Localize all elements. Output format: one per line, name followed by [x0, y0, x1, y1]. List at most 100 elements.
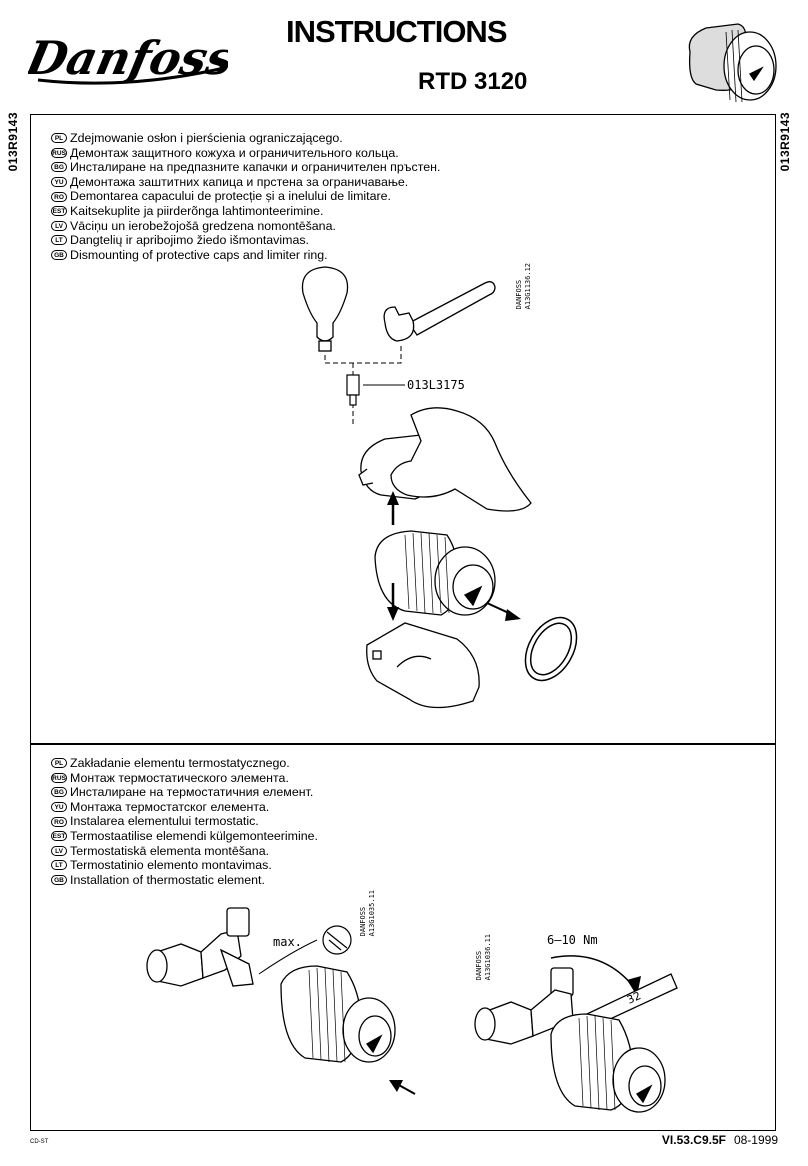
dismounting-illustration: 013L3175 [301, 266, 578, 709]
instruction-text: Zdejmowanie osłon i pierścienia ogranicz… [70, 131, 343, 145]
language-badge: BG [51, 162, 67, 173]
mounting-tool-icon [301, 266, 349, 352]
drawing-ref-brand: DANFOSS [359, 906, 367, 937]
page-title: INSTRUCTIONS [286, 14, 507, 49]
down-arrow-icon [387, 583, 399, 621]
document-date: 08-1999 [733, 1133, 778, 1147]
footer-left-code: CD-ST [30, 1139, 49, 1145]
language-badge: LT [51, 860, 67, 871]
danfoss-logo-text: Danfoss [28, 30, 228, 84]
drawing-reference-a: DANFOSS A13G1035.11 [359, 890, 383, 970]
drawing-reference: DANFOSS A13G1136.12 [515, 263, 545, 333]
language-badge: GB [51, 875, 67, 886]
language-badge: LT [51, 235, 67, 246]
drawing-ref-brand: DANFOSS [475, 950, 483, 981]
document-code: VI.53.C9.5F [661, 1133, 726, 1147]
spanner-icon [383, 281, 496, 342]
instruction-text: Демонтаж защитного кожуха и ограничитель… [70, 145, 399, 160]
instruction-text: Termostatiskā elementa montēšana. [70, 843, 270, 858]
drawing-ref-code: A13G1035.11 [368, 890, 376, 937]
instruction-text: Vāciņu un ierobežojošā gredzena nomontēš… [70, 218, 336, 233]
instruction-text: Installation of thermostatic element. [70, 872, 265, 887]
up-arrow-icon [387, 491, 399, 525]
drawing-ref-code: A13G1036.11 [484, 934, 492, 981]
language-badge: RO [51, 816, 67, 827]
side-code-right: 013R9143 [778, 112, 792, 172]
drawing-ref-brand: DANFOSS [515, 279, 523, 310]
language-badge: PL [51, 758, 67, 769]
instruction-text: Termostaatilise elemendi külgemonteerimi… [70, 828, 318, 843]
thermostat-head-illustration [374, 530, 496, 616]
thermostat-head-installed [550, 1013, 666, 1113]
thermostat-sensor-illustration [688, 23, 777, 103]
valve-body-icon [474, 967, 574, 1045]
limiter-ring-illustration [524, 616, 578, 682]
max-label: max. [273, 935, 302, 949]
ring-arrow-icon [486, 602, 521, 621]
instruction-text: Zakładanie elementu termostatycznego. [70, 756, 290, 770]
language-badge: LV [51, 220, 67, 231]
protective-cap-illustration [366, 622, 480, 709]
language-badge: YU [51, 802, 67, 813]
language-badge: LV [51, 845, 67, 856]
language-badge: RO [51, 191, 67, 202]
drawing-ref-code: A13G1136.12 [524, 263, 532, 310]
wrench-size-label: 32 [625, 989, 643, 1007]
installation-illustration-right: 6–10 Nm 32 [474, 933, 678, 1113]
model-number: RTD 3120 [418, 68, 528, 95]
instruction-text: Dangtelių ir apribojimo žiedo išmontavim… [70, 233, 309, 248]
detail-circle-icon [322, 925, 352, 955]
instruction-text: Instalarea elementului termostatic. [70, 814, 259, 829]
instruction-text: Kaitsekuplite ja piirderõnga lahtimontee… [70, 203, 324, 218]
footer-document-info: VI.53.C9.5F 08-1999 [662, 1133, 778, 1147]
side-code-left: 013R9143 [6, 112, 20, 172]
valve-body-icon [146, 907, 254, 987]
drawing-reference-b: DANFOSS A13G1036.11 [475, 934, 499, 1014]
instruction-text: Монтажа термостатског елемента. [70, 799, 270, 814]
instruction-text: Демонтажа заштитних капица и прстена за … [70, 174, 409, 189]
danfoss-logo: Danfoss [28, 30, 228, 84]
language-badge: RUS [51, 772, 67, 783]
language-badge: PL [51, 133, 67, 144]
instruction-text: Demontarea capacului de protecție și a i… [70, 189, 391, 204]
language-badge: BG [51, 787, 67, 798]
language-badge: EST [51, 206, 67, 217]
instruction-text: Инсталиране на термостатичния елемент. [70, 785, 314, 800]
part-number-label: 013L3175 [407, 378, 465, 392]
instruction-text: Termostatinio elemento montavimas. [70, 858, 272, 873]
language-badge: GB [51, 250, 67, 261]
small-part-icon [346, 374, 360, 406]
language-badge: YU [51, 177, 67, 188]
installation-illustration-left: max. [146, 907, 416, 1095]
torque-label: 6–10 Nm [547, 933, 598, 947]
instruction-text: Инсталиране на предпазните капачки и огр… [70, 160, 441, 175]
hand-with-cap-illustration [358, 407, 532, 512]
push-arrow-icon [389, 1080, 416, 1095]
instruction-text: Монтаж термостатического элемента. [70, 770, 289, 785]
language-badge: RUS [51, 147, 67, 158]
thermostat-head-installed [280, 965, 396, 1063]
language-badge: EST [51, 831, 67, 842]
